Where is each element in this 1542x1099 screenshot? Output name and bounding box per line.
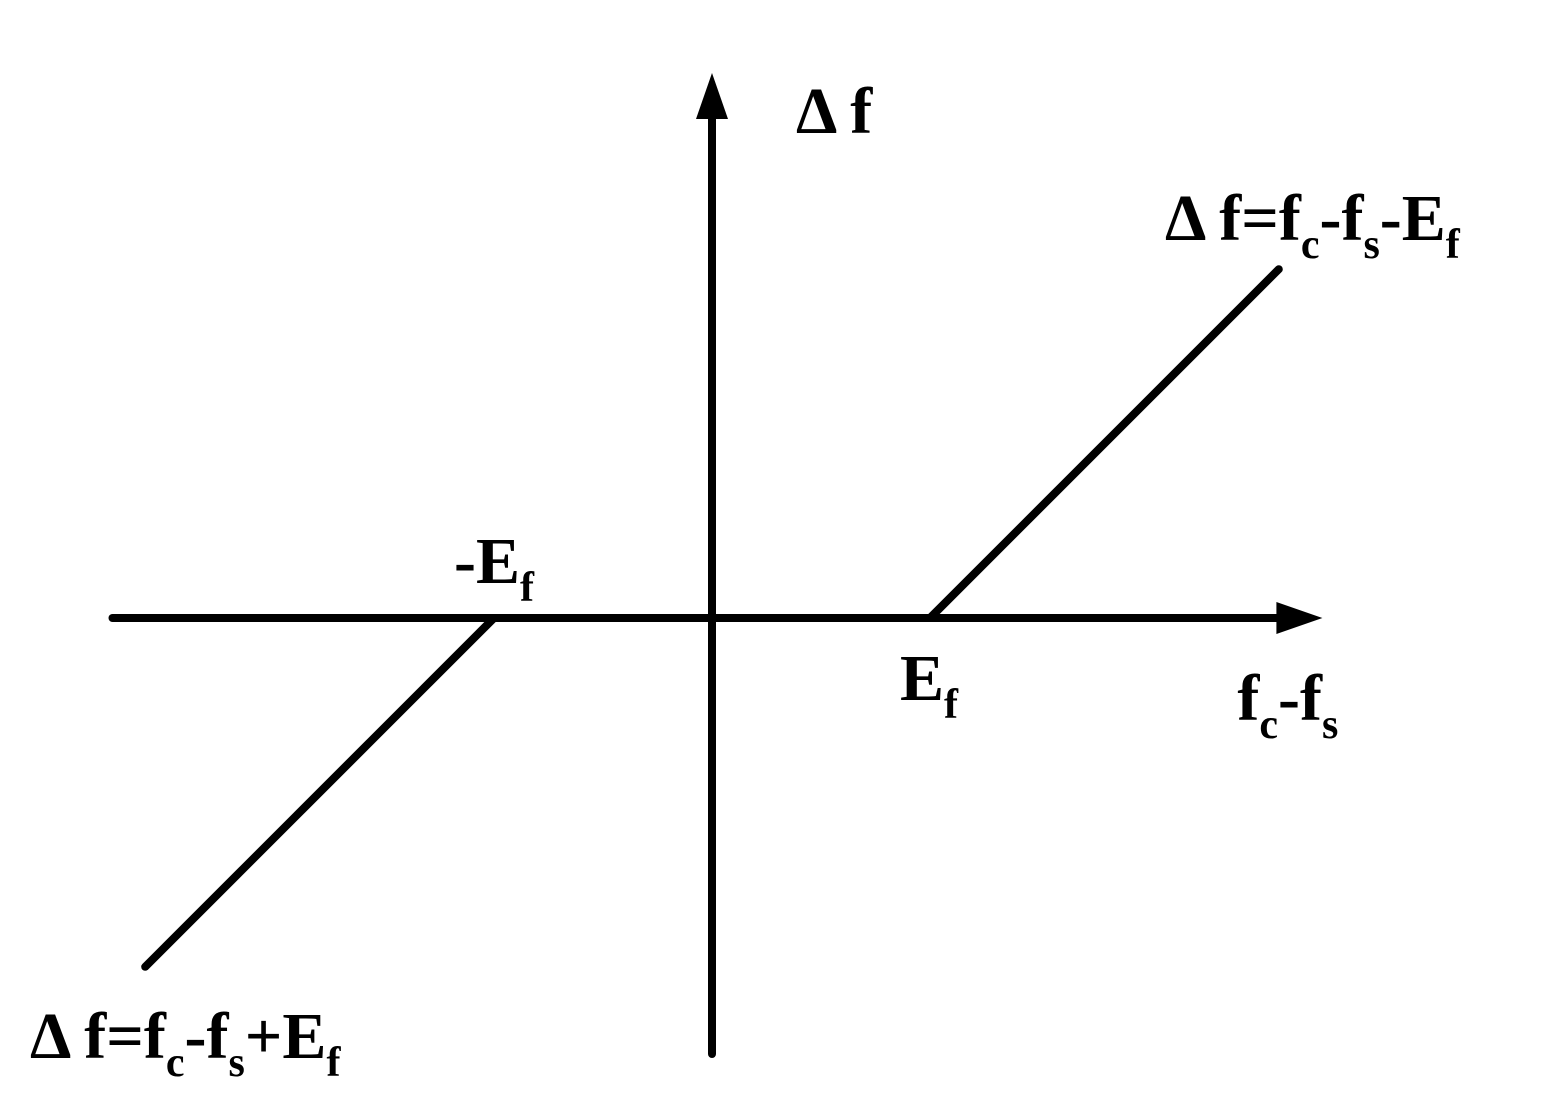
x-axis-label-part: f (1237, 662, 1260, 735)
x-axis-arrowhead (1276, 602, 1323, 634)
x-axis-label-part: -f (1278, 662, 1323, 735)
key-point-label-2-part: f (944, 682, 959, 728)
series-line-2 (926, 265, 1283, 622)
series-label-1-part: -f (184, 1000, 229, 1073)
series-label-1: Δ f=fc-fs+Ef (30, 1000, 341, 1086)
key-point-label-2: Ef (900, 642, 959, 728)
series-label-1-part: c (166, 1040, 185, 1086)
series-label-2-part: -E (1380, 182, 1446, 255)
series-label-2-part: s (1363, 222, 1379, 268)
x-axis-label-part: s (1322, 702, 1338, 748)
series-label-2-part: -f (1319, 182, 1364, 255)
series-label-2-part: f (1446, 222, 1461, 268)
x-axis-label: fc-fs (1237, 662, 1338, 748)
x-axis-label-part: c (1259, 702, 1278, 748)
key-point-label-1-part: f (520, 565, 535, 611)
series-label-2: Δ f=fc-fs-Ef (1165, 182, 1461, 268)
series-label-2-part: c (1301, 222, 1320, 268)
key-point-label-1-part: -E (454, 525, 520, 598)
series-label-1-part: s (228, 1040, 244, 1086)
key-point-label-2-part: E (900, 642, 944, 715)
key-point-label-1: -Ef (454, 525, 535, 611)
series-label-2-part: Δ f=f (1165, 182, 1302, 255)
series-lines (141, 265, 1283, 971)
y-axis-label-part: Δ f (796, 75, 873, 148)
series-label-1-part: +E (245, 1000, 327, 1073)
series-label-1-part: Δ f=f (30, 1000, 167, 1073)
y-axis-arrowhead (696, 73, 728, 119)
series-line-1 (141, 614, 498, 971)
y-axis-label: Δ f (796, 75, 873, 148)
series-label-1-part: f (326, 1040, 341, 1086)
axes (108, 73, 1323, 1058)
